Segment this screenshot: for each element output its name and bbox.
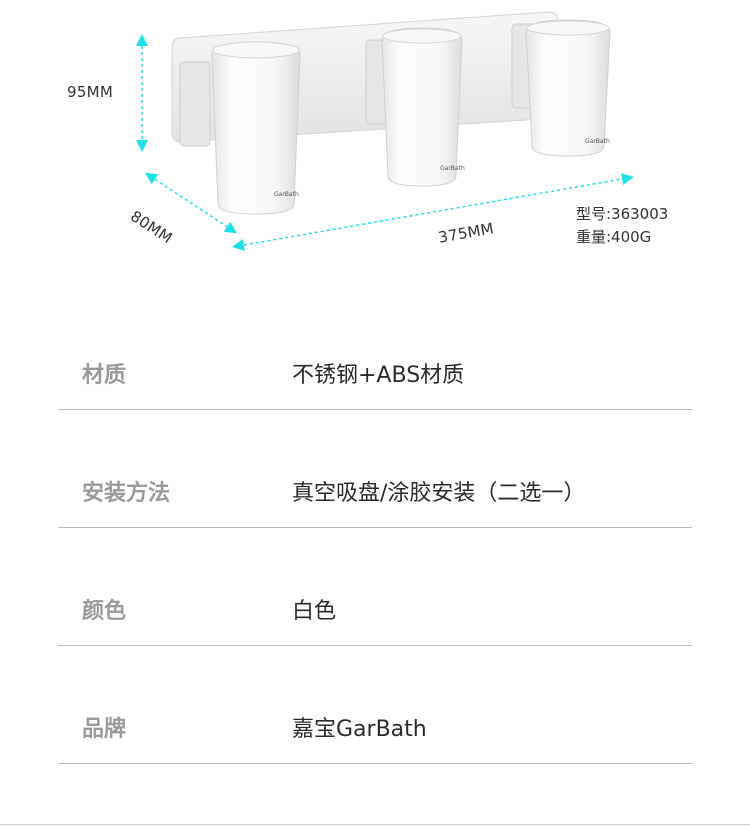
brand-mark-middle: GarBath xyxy=(440,165,465,172)
spec-value: 真空吸盘/涂胶安装（二选一） xyxy=(292,481,586,506)
spec-value: 不锈钢+ABS材质 xyxy=(292,363,465,388)
spec-row-color: 颜色 白色 xyxy=(58,527,692,646)
spec-value: 嘉宝GarBath xyxy=(292,717,427,742)
spec-value: 白色 xyxy=(292,599,337,624)
height-dimension: 95MM xyxy=(67,83,114,101)
spec-label: 材质 xyxy=(82,363,127,388)
product-weight: 重量:400G xyxy=(576,228,652,246)
cup-left xyxy=(211,41,301,215)
spec-row-installation: 安装方法 真空吸盘/涂胶安装（二选一） xyxy=(58,409,692,528)
spec-label: 安装方法 xyxy=(82,481,171,506)
model-number: 型号:363003 xyxy=(576,205,669,223)
depth-arrow xyxy=(144,172,238,234)
spec-label: 品牌 xyxy=(82,717,127,742)
width-arrow xyxy=(232,173,634,251)
product-image: GarBath GarBath GarBath xyxy=(136,11,634,251)
spec-label: 颜色 xyxy=(82,599,127,624)
cup-middle xyxy=(381,27,463,187)
brand-mark-left: GarBath xyxy=(274,191,299,198)
cup-right xyxy=(525,19,611,157)
brand-mark-right: GarBath xyxy=(585,138,610,145)
spec-row-brand: 品牌 嘉宝GarBath xyxy=(58,645,692,764)
bottom-divider xyxy=(0,824,750,825)
spec-row-material: 材质 不锈钢+ABS材质 xyxy=(58,291,692,410)
